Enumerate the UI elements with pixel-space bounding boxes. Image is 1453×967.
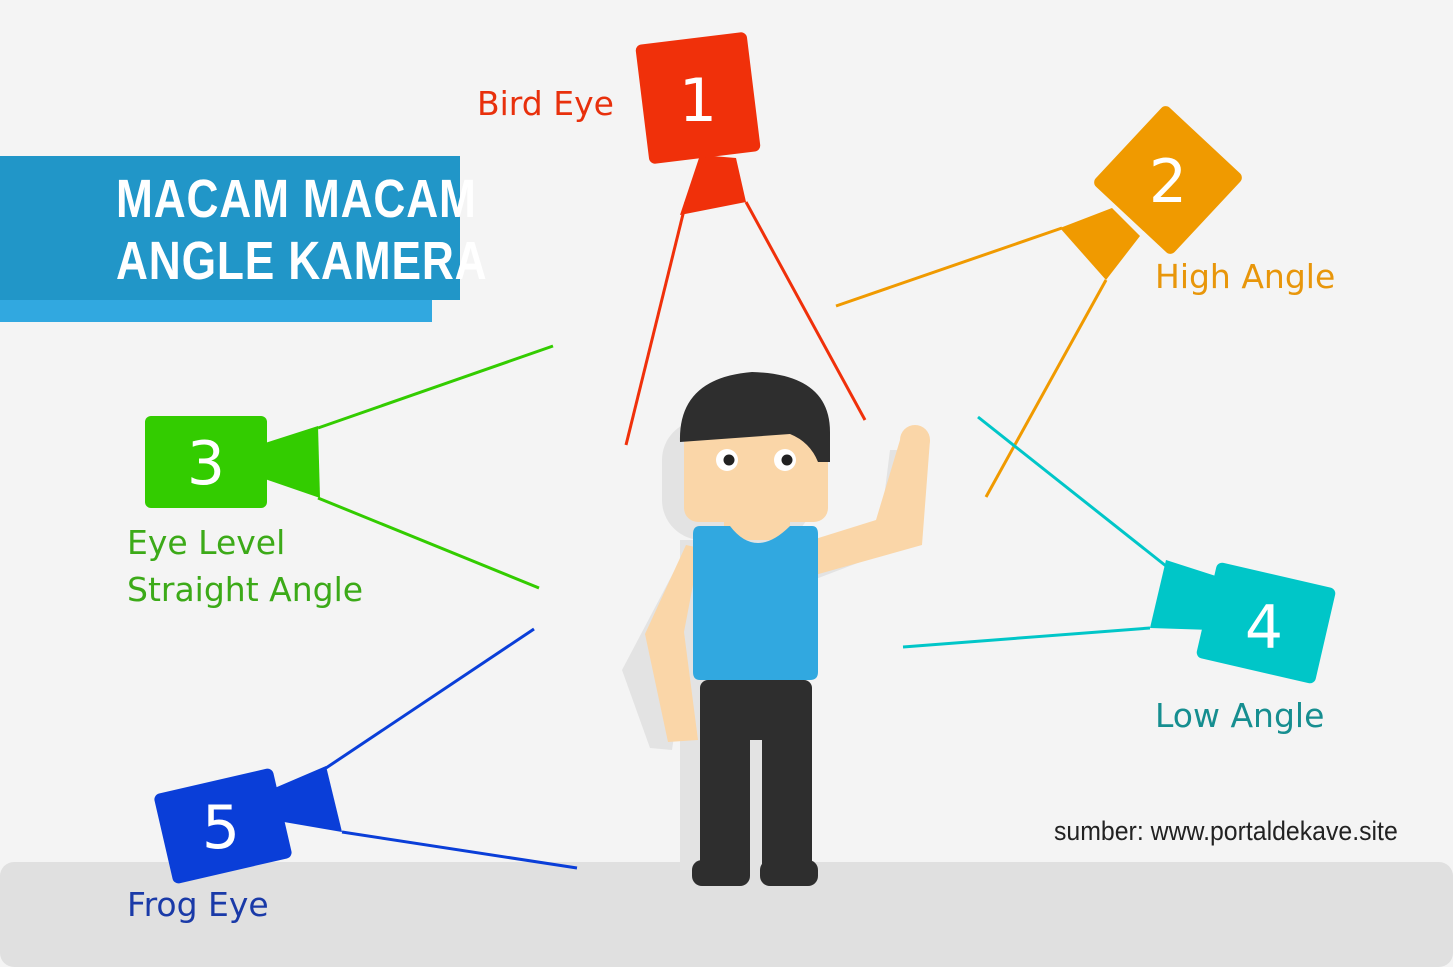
sight-line-4b [902, 626, 1151, 649]
person-legs [692, 680, 818, 886]
camera-5-body [154, 768, 292, 884]
camera-1-number: 1 [679, 66, 717, 136]
sight-line-1a [624, 201, 688, 446]
camera-1: 1 [635, 32, 761, 215]
camera-2-number: 2 [1149, 147, 1187, 217]
camera-4-lens [1150, 560, 1222, 630]
camera-5-lens [270, 766, 342, 832]
camera-5-number: 5 [202, 793, 240, 863]
sight-lines [317, 201, 1167, 870]
sight-line-1b [744, 201, 867, 421]
camera-3: 3 [145, 416, 320, 508]
title-line-2: ANGLE KAMERA [116, 231, 488, 291]
sight-line-5b [341, 830, 578, 870]
label-bird-eye: Bird Eye [477, 84, 614, 123]
title-line-1: MACAM MACAM [116, 169, 477, 229]
camera-2-body [1094, 106, 1242, 254]
camera-4: 4 [1150, 560, 1336, 684]
camera-1-lens [680, 155, 746, 215]
page-title: MACAM MACAM ANGLE KAMERA [116, 168, 488, 292]
person-left-arm [645, 545, 700, 742]
floor [0, 862, 1453, 967]
camera-4-body [1196, 562, 1336, 684]
label-eye-level: Eye Level [127, 523, 286, 562]
camera-3-number: 3 [187, 429, 225, 499]
sight-line-2b [984, 279, 1108, 498]
label-straight-angle: Straight Angle [127, 570, 364, 609]
camera-5: 5 [154, 766, 342, 884]
person-right-arm [812, 440, 930, 575]
person-hair [679, 372, 830, 462]
title-banner [0, 156, 460, 300]
label-low-angle: Low Angle [1155, 696, 1325, 735]
sight-line-5a [325, 627, 535, 770]
camera-2: 2 [1060, 106, 1242, 280]
source-credit: sumber: www.portaldekave.site [1054, 816, 1398, 846]
camera-4-number: 4 [1245, 593, 1283, 663]
title-banner-strip [0, 300, 432, 322]
camera-2-lens [1060, 208, 1140, 280]
sight-line-3a [317, 344, 554, 430]
sight-line-3b [317, 496, 540, 590]
person [645, 372, 930, 886]
sight-line-4a [977, 415, 1167, 568]
camera-3-lens [262, 426, 320, 498]
label-high-angle: High Angle [1155, 257, 1336, 296]
sight-line-2a [835, 226, 1063, 308]
label-frog-eye: Frog Eye [127, 885, 269, 924]
camera-3-body [145, 416, 267, 508]
camera-1-body [635, 32, 761, 164]
person-shirt [693, 526, 818, 680]
